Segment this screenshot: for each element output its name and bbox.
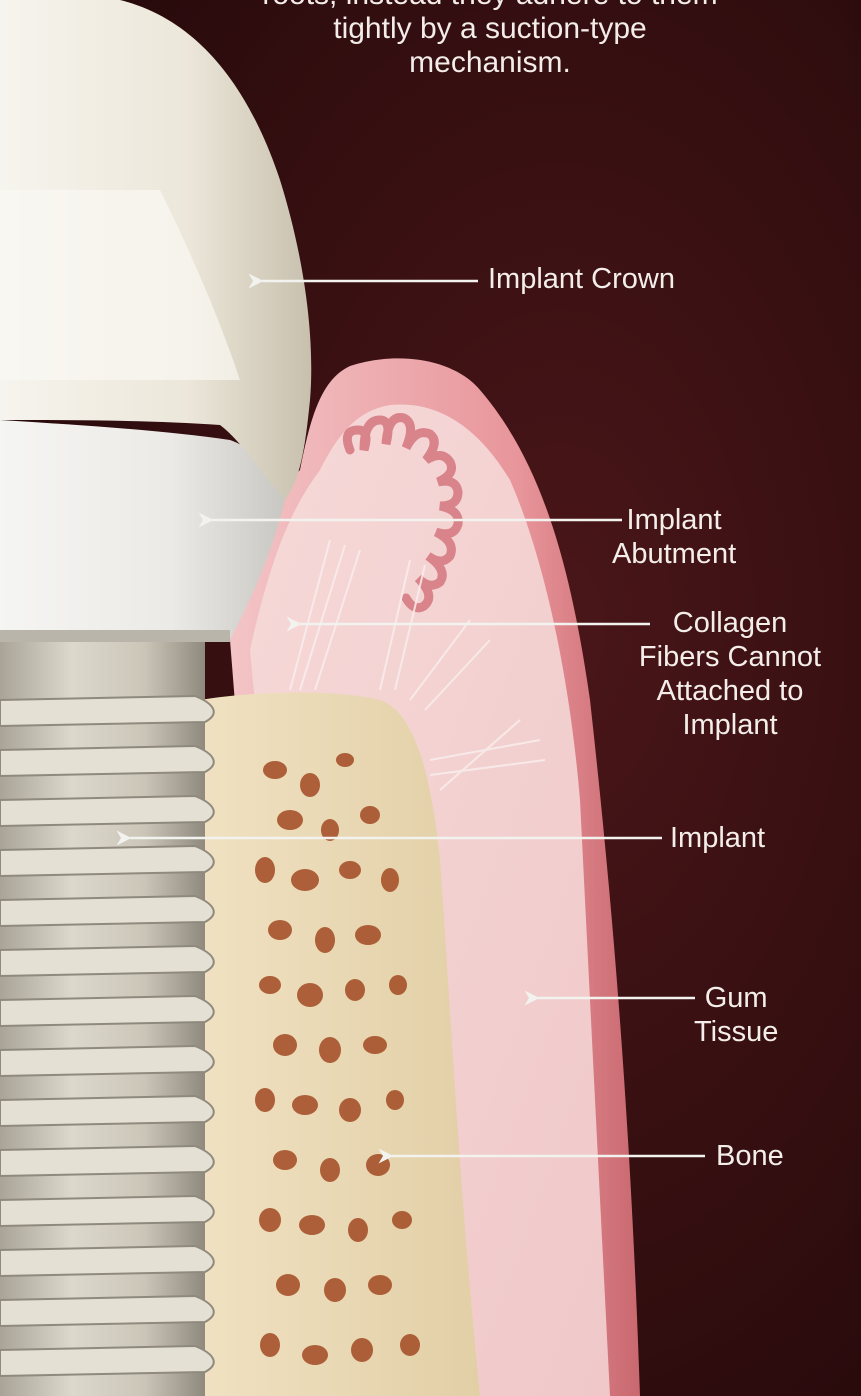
label-line: Implant — [612, 708, 848, 742]
implant-thread — [0, 1346, 214, 1376]
implant-thread — [0, 996, 214, 1026]
implant-thread — [0, 1196, 214, 1226]
label-line: Gum — [694, 981, 778, 1015]
implant-thread — [0, 696, 214, 726]
implant-thread — [0, 796, 214, 826]
implant-thread — [0, 1096, 214, 1126]
label-implant-abutment: Implant Abutment — [612, 503, 736, 571]
label-line: Attached to — [612, 674, 848, 708]
implant-thread — [0, 1046, 214, 1076]
implant-thread — [0, 846, 214, 876]
caption-line: roots, instead they adhere to them — [180, 0, 800, 12]
label-implant-crown: Implant Crown — [488, 262, 675, 296]
caption-text: roots, instead they adhere to them tight… — [180, 0, 800, 80]
label-line: Implant — [612, 503, 736, 537]
label-collagen-fibers: Collagen Fibers Cannot Attached to Impla… — [612, 606, 848, 742]
implant-thread — [0, 1246, 214, 1276]
implant-abutment — [0, 420, 285, 640]
implant-screw — [0, 640, 214, 1396]
implant-thread — [0, 746, 214, 776]
label-line: Fibers Cannot — [612, 640, 848, 674]
caption-line: tightly by a suction-type — [180, 12, 800, 46]
label-line: Abutment — [612, 537, 736, 571]
abutment-collar — [0, 630, 230, 642]
implant-thread — [0, 896, 214, 926]
implant-thread — [0, 1146, 214, 1176]
label-implant: Implant — [670, 821, 765, 855]
caption-line: mechanism. — [180, 46, 800, 80]
label-line: Tissue — [694, 1015, 778, 1049]
implant-thread — [0, 946, 214, 976]
label-gum-tissue: Gum Tissue — [694, 981, 778, 1049]
label-line: Collagen — [612, 606, 848, 640]
implant-thread — [0, 1296, 214, 1326]
label-bone: Bone — [716, 1139, 784, 1173]
